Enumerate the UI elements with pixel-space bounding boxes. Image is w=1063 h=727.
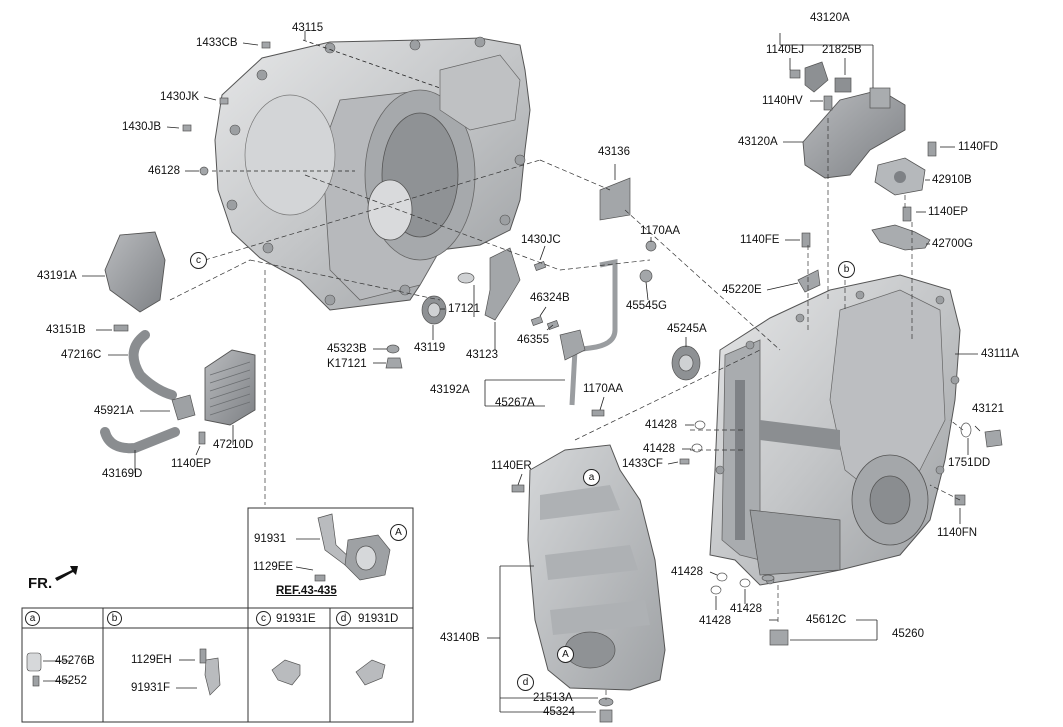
label-1430JK: 1430JK [160,91,200,103]
leader-lines [43,31,981,713]
label-47216C: 47216C [61,349,102,361]
label-1129EE: 1129EE [253,561,294,573]
label-45324: 45324 [543,706,575,718]
label-43120A: 43120A [738,136,778,148]
callout-A-box: A [390,524,407,541]
table-header-a: a [25,611,40,626]
label-46324B: 46324B [530,292,570,304]
hose-47216C [128,330,177,400]
label-1170AA-bottom: 1170AA [583,383,624,395]
label-17121: 17121 [448,303,480,315]
label-45260: 45260 [892,628,924,640]
label-45276B: 45276B [55,655,95,667]
label-21825B: 21825B [822,44,862,56]
label-1140FE: 1140FE [740,234,780,246]
label-1430JB: 1430JB [122,121,162,133]
label-41428-4: 41428 [699,615,731,627]
label-1433CB: 1433CB [196,37,238,49]
label-43192A: 43192A [430,384,470,396]
label-1140EP-right: 1140EP [928,206,969,218]
label-45323B: 45323B [327,343,367,355]
assembly-lines [169,118,964,700]
label-43191A: 43191A [37,270,77,282]
hose-43169D [100,427,180,454]
label-43123: 43123 [466,349,498,361]
label-43151B: 43151B [46,324,86,336]
label-1140FD: 1140FD [958,141,999,153]
front-marker: FR. [28,575,53,592]
label-43111A: 43111A [981,348,1019,360]
label-45220E: 45220E [722,284,762,296]
label-ref-43-435: REF.43-435 [276,585,337,597]
detail-boxes [21,507,414,723]
callout-c: c [190,252,207,269]
table-header-d: d [336,611,351,626]
label-41428-5: 41428 [730,603,762,615]
table-header-b: b [107,611,122,626]
label-1140FN: 1140FN [937,527,978,539]
box-parts [204,513,391,696]
label-91931E: 91931E [276,613,316,625]
label-43120A-group: 43120A [810,12,850,24]
label-1433CF: 1433CF [622,458,663,470]
transaxle-case-43111A [709,274,961,586]
label-1140ER: 1140ER [491,460,532,472]
cover-43191A [104,231,166,313]
label-1140HV: 1140HV [762,95,803,107]
label-45267A: 45267A [495,397,535,409]
label-43136: 43136 [598,146,630,158]
label-42700G: 42700G [932,238,973,250]
label-45921A: 45921A [94,405,134,417]
label-43169D: 43169D [102,468,143,480]
cover-43140B [527,444,666,691]
bolts [26,69,966,687]
label-1751DD: 1751DD [948,457,991,469]
label-1430JC: 1430JC [521,234,561,246]
callout-a: a [583,469,600,486]
label-21513A: 21513A [533,692,573,704]
label-41428-1: 41428 [645,419,677,431]
label-1140EJ: 1140EJ [766,44,805,56]
label-91931: 91931 [254,533,286,545]
fitting-45921A [171,394,196,421]
callout-A-pan: A [557,646,574,663]
label-45245A: 45245A [667,323,707,335]
label-43121: 43121 [972,403,1004,415]
small-parts [182,41,1003,723]
callout-d: d [517,674,534,691]
label-91931D: 91931D [358,613,399,625]
lever-42910B [874,157,926,196]
label-1140EP-left: 1140EP [171,458,212,470]
label-43119: 43119 [414,342,446,354]
label-46128: 46128 [148,165,180,177]
label-41428-2: 41428 [643,443,675,455]
label-43115: 43115 [292,22,324,34]
label-K17121: K17121 [327,358,367,370]
table-header-c: c [256,611,271,626]
label-43140B: 43140B [440,632,480,644]
label-1170AA-top: 1170AA [640,225,681,237]
label-1129EH: 1129EH [131,654,172,666]
callout-b: b [838,261,855,278]
converter-housing-43115 [214,36,531,311]
sensor-42700G [871,224,931,251]
label-45545G: 45545G [626,300,667,312]
label-47210D: 47210D [213,439,254,451]
label-41428-3: 41428 [671,566,703,578]
label-45252: 45252 [55,675,87,687]
pipe-43192A [569,258,618,406]
front-arrow-icon [55,566,78,581]
bracket-43120A [802,61,906,179]
label-45612C: 45612C [806,614,847,626]
label-46355: 46355 [517,334,549,346]
oil-cooler-47210D [204,349,256,426]
label-91931F: 91931F [131,682,171,694]
label-42910B: 42910B [932,174,972,186]
